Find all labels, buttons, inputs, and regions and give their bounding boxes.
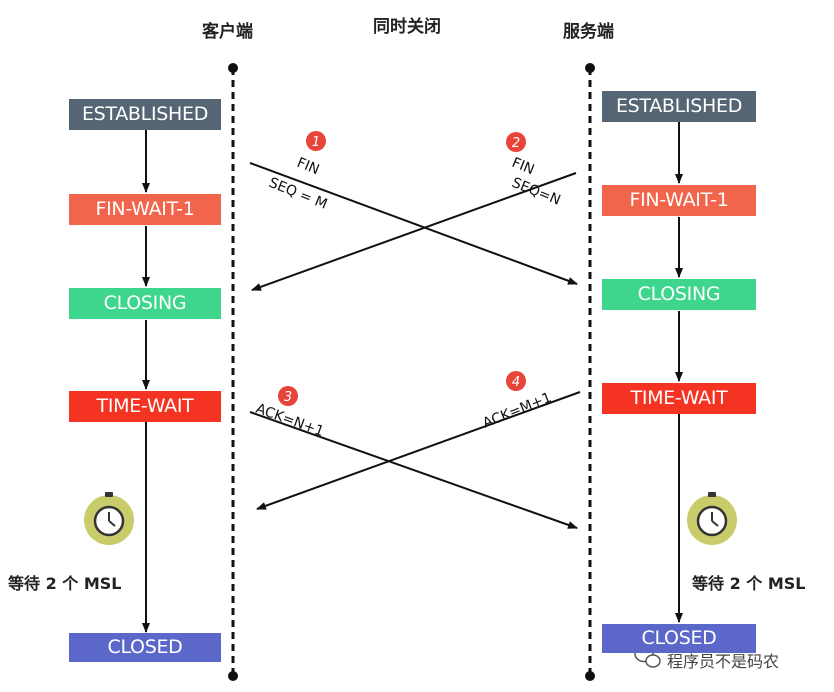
msg2-label-fin: FIN [510,155,537,178]
ack-arrow-client-to-server [249,411,578,529]
server-state-established: ESTABLISHED [602,91,756,122]
msg3-label-ack: ACK=N+1 [254,401,326,440]
step-badge-3: 3 [278,386,298,406]
client-state-time-wait: TIME-WAIT [69,391,221,422]
client-lifeline [228,63,238,681]
server-stopwatch-icon [687,492,737,545]
fin-arrow-client-to-server [249,162,578,285]
server-lifeline [585,63,595,681]
step-badge-1: 1 [306,131,326,151]
svg-text:2: 2 [512,136,520,151]
client-state-closed: CLOSED [69,633,221,662]
step-badge-2: 2 [506,132,526,152]
client-state-established: ESTABLISHED [69,99,221,130]
server-state-fin-wait-1: FIN-WAIT-1 [602,185,756,216]
server-state-time-wait: TIME-WAIT [602,383,756,414]
step-badge-4: 4 [506,371,526,391]
msg1-label-fin: FIN [295,155,322,178]
fin-arrow-server-to-client [251,172,577,291]
watermark: 程序员不是码农 [667,652,780,671]
server-state-closed: CLOSED [602,624,756,653]
svg-text:1: 1 [312,135,320,150]
server-title: 服务端 [563,22,614,42]
svg-text:4: 4 [512,375,520,390]
server-wait-label: 等待 2 个 MSL [692,574,806,593]
svg-text:3: 3 [284,390,292,405]
ack-arrow-server-to-client [256,391,581,510]
diagram-title: 同时关闭 [373,17,441,37]
client-title: 客户端 [202,22,253,42]
client-wait-label: 等待 2 个 MSL [8,574,122,593]
client-state-fin-wait-1: FIN-WAIT-1 [69,194,221,225]
client-state-closing: CLOSING [69,288,221,319]
server-state-closing: CLOSING [602,279,756,310]
msg4-label-ack: ACK=M+1 [481,390,554,432]
client-stopwatch-icon [84,492,134,545]
